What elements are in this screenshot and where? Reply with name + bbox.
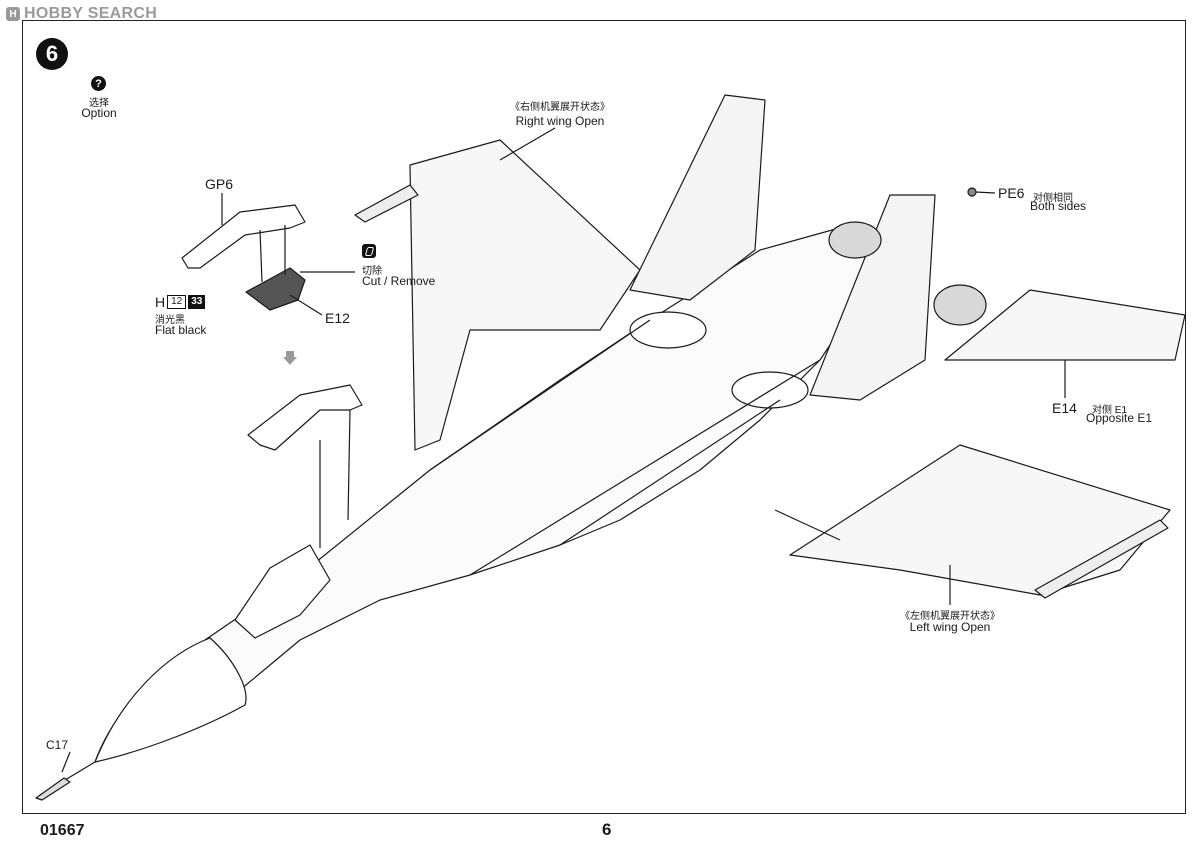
pe6-label-zh: 对侧相同 (1033, 193, 1073, 204)
leader-c17 (61, 751, 71, 773)
cockpit-canopy (234, 544, 331, 639)
canopy-open (247, 384, 363, 451)
leader-canopy-open2 (347, 409, 351, 521)
right-wing-label-zh: 《右侧机翼展开状态》 (510, 102, 610, 113)
paint-label-zh: 消光黑 (155, 315, 185, 326)
step-number: 6 (36, 38, 68, 70)
paint-code-12: 12 (167, 295, 187, 309)
cut-remove-icon (362, 244, 376, 258)
leader-wing-attach (774, 509, 841, 541)
arrow-down-icon (283, 351, 297, 365)
vertical-tail-left (629, 94, 766, 301)
part-label-c17: C17 (46, 738, 69, 752)
pe6-label-en: Both sides (1030, 199, 1087, 213)
cut-label-en: Cut / Remove (362, 274, 436, 288)
paint-code-33: 33 (188, 295, 206, 309)
canopy-gp6 (181, 204, 306, 269)
watermark: H HOBBY SEARCH (6, 5, 157, 23)
part-label-e14: E14 (1052, 400, 1077, 416)
page-number: 6 (602, 820, 612, 839)
option-icon: ? (91, 76, 106, 91)
engine-nozzle-left (828, 221, 882, 259)
intake-left (629, 311, 707, 349)
part-label-e12: E12 (325, 310, 350, 326)
leader-right-wing (499, 127, 556, 161)
part-label-pe6: PE6 (998, 185, 1025, 201)
right-wing-tip (354, 184, 419, 223)
intake-right (731, 371, 809, 409)
part-label-gp6: GP6 (205, 176, 234, 192)
left-wing-tip (1034, 519, 1169, 599)
paint-label-en: Flat black (155, 323, 207, 337)
engine-nozzle-right (933, 284, 987, 326)
page-frame (22, 20, 1186, 814)
cut-label-zh: 切除 (362, 266, 382, 277)
option-label-zh: 选择 (89, 98, 109, 109)
product-code: 01667 (40, 822, 85, 839)
nose-cone (94, 637, 247, 763)
watermark-logo: H (6, 7, 20, 21)
leader-gp6-down (259, 229, 263, 283)
e14-label-zh: 对侧 E1 (1092, 405, 1128, 416)
right-wing-label-en: Right wing Open (515, 114, 605, 128)
right-wing (409, 139, 641, 451)
watermark-text: HOBBY SEARCH (24, 5, 158, 22)
leader-pe6 (974, 191, 996, 194)
part-pe6 (967, 187, 977, 197)
paint-code: H 12 33 (155, 294, 206, 310)
stabilizer-e14 (944, 289, 1186, 361)
option-label-en: Option (81, 106, 117, 120)
left-wing-label-en: Left wing Open (909, 620, 991, 634)
e14-label-en: Opposite E1 (1086, 411, 1153, 425)
vertical-tail-right (809, 194, 936, 401)
paint-prefix: H (155, 294, 166, 310)
leader-e12 (289, 294, 323, 316)
left-wing (789, 444, 1171, 596)
part-c17 (35, 777, 71, 801)
part-e12 (245, 267, 306, 311)
left-wing-label-zh: 《左侧机翼展开状态》 (900, 611, 1000, 622)
